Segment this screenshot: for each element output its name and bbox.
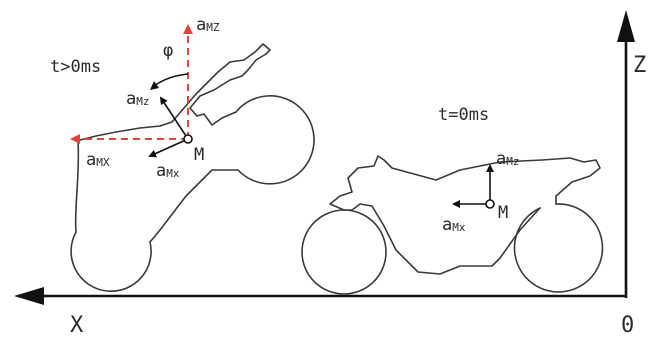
tilted-body-vectors xyxy=(148,73,193,158)
tilted-motorcycle xyxy=(70,43,315,293)
point-m-label-level: M xyxy=(498,203,508,223)
time-label-tilted: t>0ms xyxy=(50,57,101,77)
x-axis-arrowhead xyxy=(14,287,44,305)
coordinate-axes: X Z 0 xyxy=(14,10,646,338)
x-axis-label: X xyxy=(70,313,84,338)
tilted-point-m xyxy=(183,134,193,144)
level-ax-label: aMx xyxy=(442,215,466,235)
tilted-rear-wheel xyxy=(70,231,152,293)
time-label-level: t=0ms xyxy=(438,105,489,125)
tilted-ax-vector xyxy=(148,138,189,158)
horizontal-ref-label: aMX xyxy=(86,150,110,170)
tilted-reference-axes xyxy=(70,24,193,144)
angle-phi-arrowhead xyxy=(150,81,159,90)
point-m-label-tilted: M xyxy=(194,145,204,165)
tilted-front-wheel xyxy=(235,95,315,185)
angle-phi-arc xyxy=(153,73,189,87)
tilted-body-outline xyxy=(74,43,271,243)
origin-label: 0 xyxy=(621,313,634,338)
tilted-labels: t>0ms φ M aMZ aMX aMz aMx xyxy=(50,15,220,181)
level-rear-wheel xyxy=(301,209,387,295)
level-labels: t=0ms M aMz aMx xyxy=(438,105,520,235)
level-motorcycle xyxy=(301,155,604,295)
tilted-az-vector xyxy=(159,96,189,140)
tilted-az-label: aMz xyxy=(126,89,150,109)
angle-phi-label: φ xyxy=(163,41,173,61)
z-axis-label: Z xyxy=(633,53,646,78)
level-body-vectors xyxy=(452,164,495,209)
vertical-ref-label: aMZ xyxy=(196,15,220,35)
tilted-ax-label: aMx xyxy=(156,161,180,181)
level-front-wheel xyxy=(513,203,604,293)
level-az-label: aMz xyxy=(496,149,520,169)
level-point-m xyxy=(485,199,495,209)
level-body-outline xyxy=(329,155,601,275)
z-axis-arrowhead xyxy=(617,10,635,42)
